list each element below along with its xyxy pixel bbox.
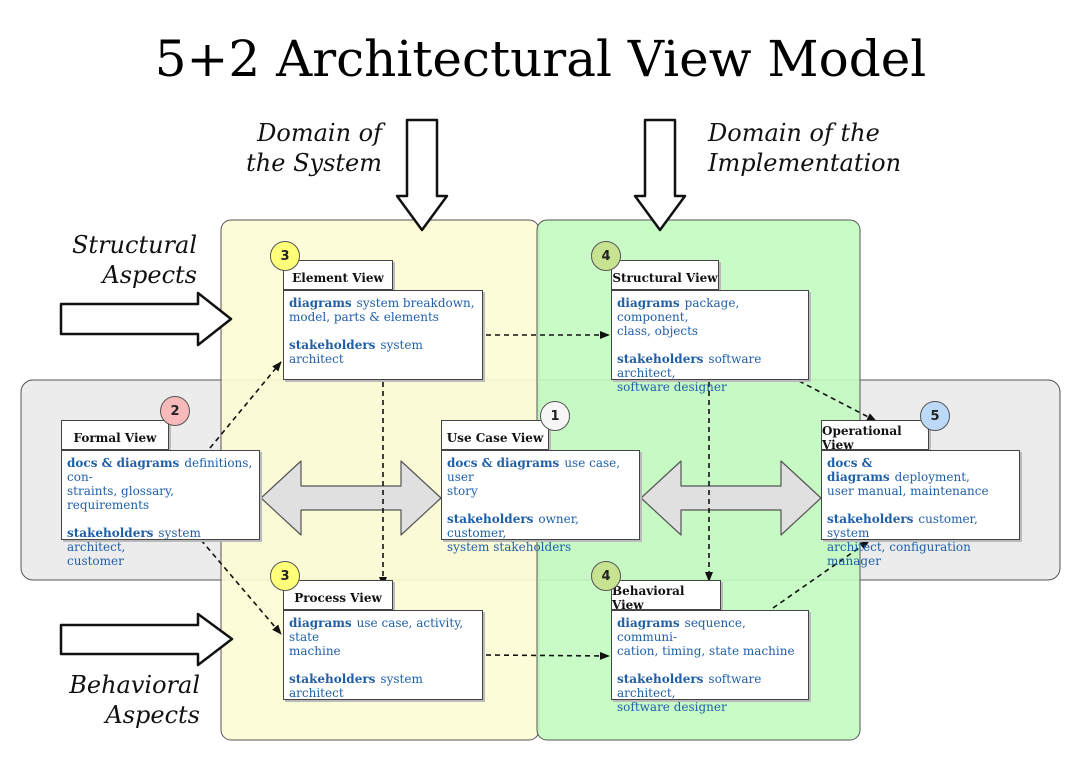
formal-docs-line-2: straints, glossary, requirements: [67, 484, 174, 512]
connector-process-behavioral: [485, 651, 610, 660]
behavioral-stakeholders-label: stakeholders: [617, 672, 704, 686]
structural-aspects-line-2: Aspects: [102, 261, 197, 289]
element-diagrams-label: diagrams: [289, 296, 352, 310]
structural-stakeholders-label: stakeholders: [617, 352, 704, 366]
behavioral-aspects-line-2: Aspects: [105, 701, 200, 729]
domain-implementation-label: Domain of the Implementation: [708, 118, 948, 178]
use-case-docs-line-2: story: [447, 484, 478, 498]
use-case-docs-line-1: use case, user: [447, 456, 621, 484]
behavioral-aspects-label: Behavioral Aspects: [40, 670, 200, 730]
structural-aspects-line-1: Structural: [71, 231, 197, 259]
domain-system-arrow: [395, 118, 449, 232]
use-case-stakeholders-line-2: system stakeholders: [447, 540, 572, 554]
behavioral-aspects-arrow: [59, 612, 234, 667]
operational-view-badge: 5: [920, 401, 950, 431]
domain-system-line-1: Domain of: [257, 119, 382, 147]
behavioral-stakeholders-line-1: software architect,: [617, 672, 762, 700]
formal-stakeholders-line-1: system architect,: [67, 526, 201, 554]
domain-system-label: Domain of the System: [200, 118, 382, 178]
connector-formal-process: [200, 539, 282, 635]
behavioral-diagrams-label: diagrams: [617, 616, 680, 630]
structural-diagrams-line-2: class, objects: [617, 324, 699, 338]
operational-docs-line-2: user manual, maintenance: [827, 484, 989, 498]
process-stakeholders-line-1: system architect: [289, 672, 423, 700]
operational-docs-row: docs & diagrams deployment,user manual, m…: [827, 456, 1014, 498]
operational-docs-line-1: deployment,: [894, 470, 970, 484]
process-stakeholders-label: stakeholders: [289, 672, 376, 686]
domain-implementation-arrow: [633, 118, 687, 232]
element-diagrams-line-1: system breakdown,: [356, 296, 475, 310]
element-diagrams-line-2: model, parts & elements: [289, 310, 439, 324]
formal-view-tab: Formal View: [61, 420, 169, 450]
use-case-view-badge: 1: [540, 401, 570, 431]
structural-aspects-label: Structural Aspects: [40, 230, 197, 290]
process-diagrams-line-2: machine: [289, 644, 341, 658]
structural-diagrams-label: diagrams: [617, 296, 680, 310]
page-title: 5+2 Architectural View Model: [154, 30, 927, 88]
process-diagrams-line-1: use case, activity, state: [289, 616, 464, 644]
operational-stakeholders-label: stakeholders: [827, 512, 914, 526]
behavioral-stakeholders-line-2: software designer: [617, 700, 727, 714]
connector-structural-operational: [798, 380, 877, 422]
use-case-view-tab: Use Case View: [441, 420, 549, 450]
formal-stakeholders-label: stakeholders: [67, 526, 154, 540]
connector-formal-element: [209, 361, 282, 449]
operational-docs-label: docs & diagrams: [827, 456, 890, 484]
domain-system-line-2: the System: [246, 149, 382, 177]
domain-implementation-line-2: Implementation: [708, 149, 902, 177]
process-diagrams-label: diagrams: [289, 616, 352, 630]
structural-aspects-arrow: [59, 291, 233, 347]
structural-stakeholders-line-2: software designer: [617, 380, 727, 394]
operational-stakeholders-line-1: customer, system: [827, 512, 978, 540]
structural-stakeholders-line-1: software architect,: [617, 352, 762, 380]
use-case-stakeholders-line-1: owner, customer,: [447, 512, 579, 540]
behavioral-view-badge: 4: [591, 561, 621, 591]
structural-view-badge: 4: [591, 241, 621, 271]
use-case-stakeholders-label: stakeholders: [447, 512, 534, 526]
element-stakeholders-label: stakeholders: [289, 338, 376, 352]
process-view-badge: 3: [270, 561, 300, 591]
element-stakeholders-line-1: system architect: [289, 338, 423, 366]
behavioral-aspects-line-1: Behavioral: [69, 671, 200, 699]
formal-docs-line-1: definitions, con-: [67, 456, 253, 484]
behavioral-diagrams-line-2: cation, timing, state machine: [617, 644, 795, 658]
behavioral-diagrams-line-1: sequence, communi-: [617, 616, 746, 644]
element-view-badge: 3: [270, 241, 300, 271]
element-diagrams-row: diagrams system breakdown,model, parts & …: [289, 296, 477, 324]
use-case-docs-label: docs & diagrams: [447, 456, 560, 470]
formal-view-badge: 2: [160, 396, 190, 426]
behavioral-view-tab: Behavioral View: [611, 580, 721, 612]
domain-implementation-line-1: Domain of the: [708, 119, 880, 147]
connector-behavioral-operational: [772, 540, 870, 609]
structural-diagrams-line-1: package, component,: [617, 296, 740, 324]
operational-stakeholders-line-2: architect, configuration manager: [827, 540, 971, 568]
formal-stakeholders-line-2: customer: [67, 554, 124, 568]
operational-view-tab: Operational View: [821, 420, 929, 452]
element-view-box: diagrams system breakdown,model, parts & …: [283, 290, 483, 380]
operational-view-box: docs & diagrams deployment,user manual, m…: [821, 450, 1020, 568]
formal-docs-label: docs & diagrams: [67, 456, 180, 470]
structural-view-tab: Structural View: [611, 260, 719, 290]
element-view-tab: Element View: [283, 260, 393, 290]
process-view-tab: Process View: [283, 580, 393, 610]
